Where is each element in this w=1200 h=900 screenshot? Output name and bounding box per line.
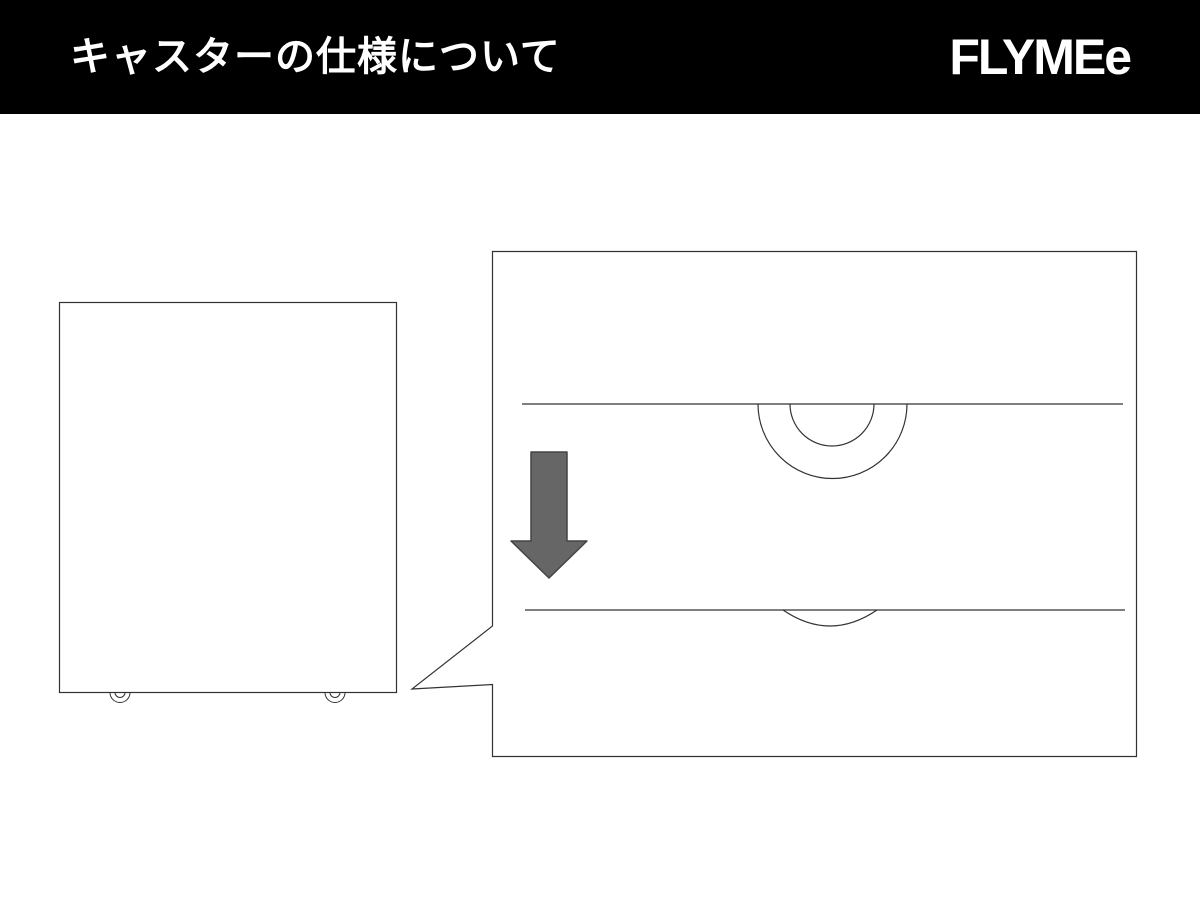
caster-wheel-recessed — [782, 609, 878, 627]
page-title: キャスターの仕様について — [70, 34, 561, 80]
furniture-side-view — [58, 301, 398, 703]
caster-detail-after — [525, 609, 1125, 627]
brand-logo: FLYMEe — [949, 29, 1132, 85]
furniture-body — [58, 301, 398, 694]
caster-wheel-outer — [757, 403, 908, 480]
caster-detail-before — [522, 403, 1123, 480]
caster-right — [324, 692, 346, 703]
header-bar: キャスターの仕様について FLYMEe — [0, 0, 1200, 114]
arrow-down-icon — [510, 451, 588, 579]
caster-left — [109, 692, 131, 703]
zoom-callout — [410, 250, 1138, 758]
caster-wheel-inner — [789, 403, 875, 447]
